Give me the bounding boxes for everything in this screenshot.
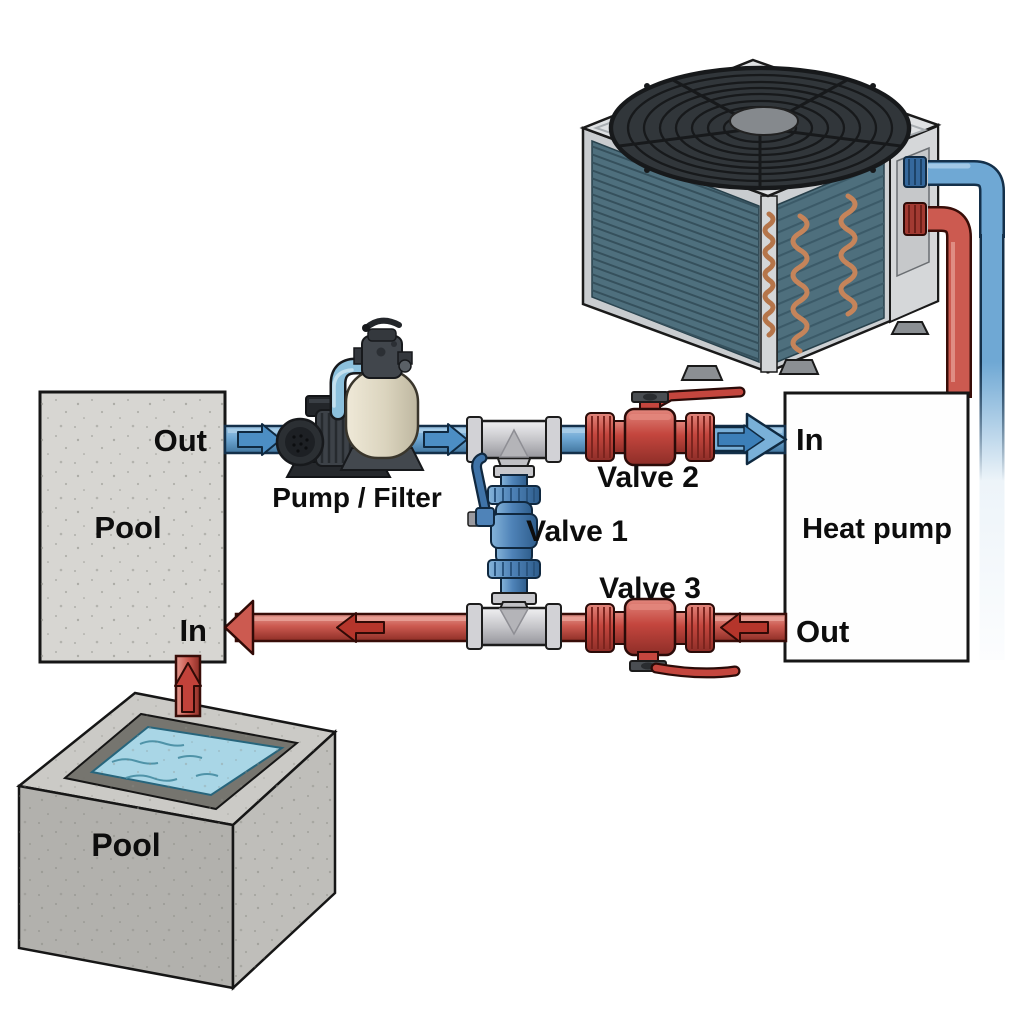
pump-filter-label: Pump / Filter: [272, 482, 442, 513]
pool-basin-label: Pool: [91, 827, 160, 863]
pool-in-arrowhead: [223, 599, 255, 656]
valve1-handle-pivot: [475, 507, 495, 527]
up-flow-arrow: [174, 662, 202, 713]
basin-return-pipe: [174, 654, 202, 718]
unit-connection-pipes: [903, 156, 1005, 660]
motor-vents: [292, 434, 309, 453]
heat-pump-out-label: Out: [796, 614, 849, 649]
tee-fitting-top: [466, 416, 562, 478]
sand-filter: [329, 317, 425, 471]
filter-gauge: [398, 359, 412, 373]
heat-pump-unit: [579, 58, 942, 381]
pool-in-label: In: [179, 613, 207, 648]
pool-out-label: Out: [154, 423, 207, 458]
flow-arrows: [237, 412, 788, 643]
fan-hub: [729, 106, 799, 136]
unit-foot: [680, 365, 724, 381]
pool-label: Pool: [94, 510, 161, 545]
left-flow-arrow: [720, 612, 769, 643]
multiport-handle: [363, 317, 402, 331]
pool-basin: Pool: [16, 691, 338, 991]
valve3-handle: [652, 664, 739, 677]
right-flow-arrow: [237, 423, 282, 456]
copper-coil: [838, 193, 858, 317]
tee-collar: [545, 603, 562, 650]
heat-pump-label: Heat pump: [802, 513, 952, 545]
valve3-label: Valve 3: [599, 572, 701, 605]
valve2-label: Valve 2: [597, 461, 699, 494]
tee-collar: [545, 416, 562, 463]
unit-foot: [890, 321, 930, 335]
valve1-pipe: [500, 577, 528, 595]
cold-pipe-fading: [979, 234, 1005, 660]
valve1-label: Valve 1: [526, 515, 628, 548]
valve1-handle: [473, 454, 491, 522]
valve-2: Valve 2: [585, 386, 746, 494]
tee-fitting-bottom: [466, 592, 562, 650]
heat-pump-box: In Heat pump Out: [783, 391, 970, 663]
valve-3: Valve 3: [585, 572, 741, 679]
right-flow-arrow: [423, 423, 468, 456]
valve2-body: [623, 407, 677, 467]
tee-collar: [466, 603, 483, 650]
copper-coil-corner: [762, 211, 776, 338]
valve1-body-drum: [490, 513, 538, 549]
unit-foot: [778, 359, 820, 375]
heat-pump-in-label: In: [796, 422, 824, 457]
left-flow-arrow: [336, 612, 385, 643]
pool-tank-box: Out Pool In: [38, 390, 227, 664]
heat-pump-in-arrow-inner: [717, 424, 765, 454]
filter-tank: [344, 368, 420, 460]
valve-1: Valve 1: [467, 452, 628, 595]
copper-coil: [790, 213, 810, 354]
